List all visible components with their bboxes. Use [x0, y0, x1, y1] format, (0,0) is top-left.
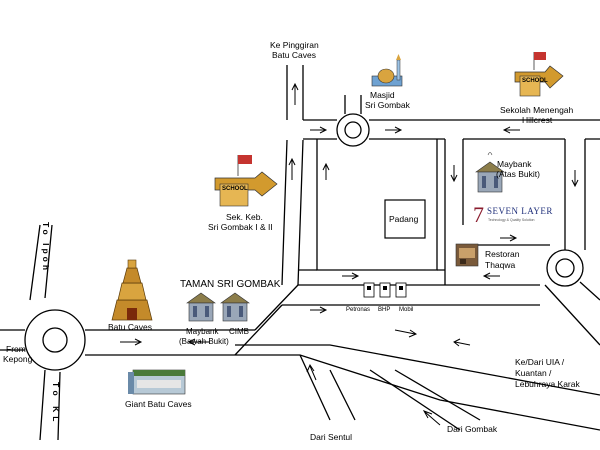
maybank-atas-label-1: Maybank	[497, 159, 532, 169]
padang-label: Padang	[389, 214, 419, 224]
bhp-label: BHP	[378, 307, 390, 313]
masjid-label-2: Sri Gombak	[365, 100, 411, 110]
masjid-label-1: Masjid	[370, 90, 395, 100]
seven-layer-logo: 7 SEVEN LAYER Technology & Quality Solut…	[470, 200, 558, 227]
from-kepong-label-1: From	[6, 344, 26, 354]
dari-gombak-label: Dari Gombak	[447, 424, 498, 434]
ke-pinggiran-label-2: Batu Caves	[272, 50, 316, 60]
road-network	[0, 65, 600, 441]
traffic-arrows	[120, 82, 579, 426]
temple-icon	[111, 259, 153, 321]
sek-keb-label-1: Sek. Keb.	[226, 212, 263, 222]
school-icon-hillcrest	[514, 52, 564, 97]
restaurant-icon	[455, 243, 479, 267]
giant-label: Giant Batu Caves	[125, 399, 192, 409]
restoran-label-2: Thaqwa	[485, 260, 516, 270]
mosque-icon	[371, 54, 403, 87]
ke-pinggiran-label-1: Ke Pinggiran	[270, 40, 319, 50]
petrol-station-icons	[363, 282, 407, 298]
uia-label-2: Kuantan /	[515, 368, 552, 378]
mobil-label: Mobil	[399, 307, 413, 313]
to-kl-label: To KL	[51, 382, 61, 425]
restoran-label-1: Restoran	[485, 249, 520, 259]
seven-layer-tagline: Technology & Quality Solution	[488, 218, 535, 222]
maybank-bawah-label-2: (Bawah Bukit)	[179, 337, 229, 346]
hillcrest-label-2: Hillcrest	[522, 115, 553, 125]
school-sign-sri-gombak: SCHOOL	[222, 186, 248, 192]
dari-sentul-label: Dari Sentul	[310, 432, 352, 442]
bank-icon-cimb	[220, 292, 250, 322]
petronas-label: Petronas	[346, 307, 370, 313]
seven-layer-name: SEVEN LAYER	[487, 206, 553, 216]
bank-icon-maybank-atas	[475, 152, 505, 193]
batu-caves-label: Batu Caves	[108, 322, 152, 332]
giant-store-icon	[128, 369, 186, 395]
taman-sri-gombak-label: TAMAN SRI GOMBAK	[180, 279, 281, 290]
maybank-atas-label-2: (Atas Bukit)	[496, 169, 540, 179]
school-sign-hillcrest: SCHOOL	[522, 78, 548, 84]
sek-keb-label-2: Sri Gombak I & II	[208, 222, 273, 232]
school-icon-sri-gombak	[214, 155, 278, 207]
cimb-label: CIMB	[229, 327, 249, 336]
hillcrest-label-1: Sekolah Menengah	[500, 105, 574, 115]
padang-field	[384, 199, 426, 239]
seven-layer-number: 7	[473, 202, 484, 227]
maybank-bawah-label-1: Maybank	[186, 327, 219, 336]
bank-icon-maybank-bawah	[186, 292, 216, 322]
uia-label-1: Ke/Dari UIA /	[515, 357, 565, 367]
from-kepong-label-2: Kepong	[3, 354, 33, 364]
uia-label-3: Lebuhraya Karak	[515, 379, 580, 389]
to-ipoh-label: To Ipoh	[41, 222, 51, 273]
